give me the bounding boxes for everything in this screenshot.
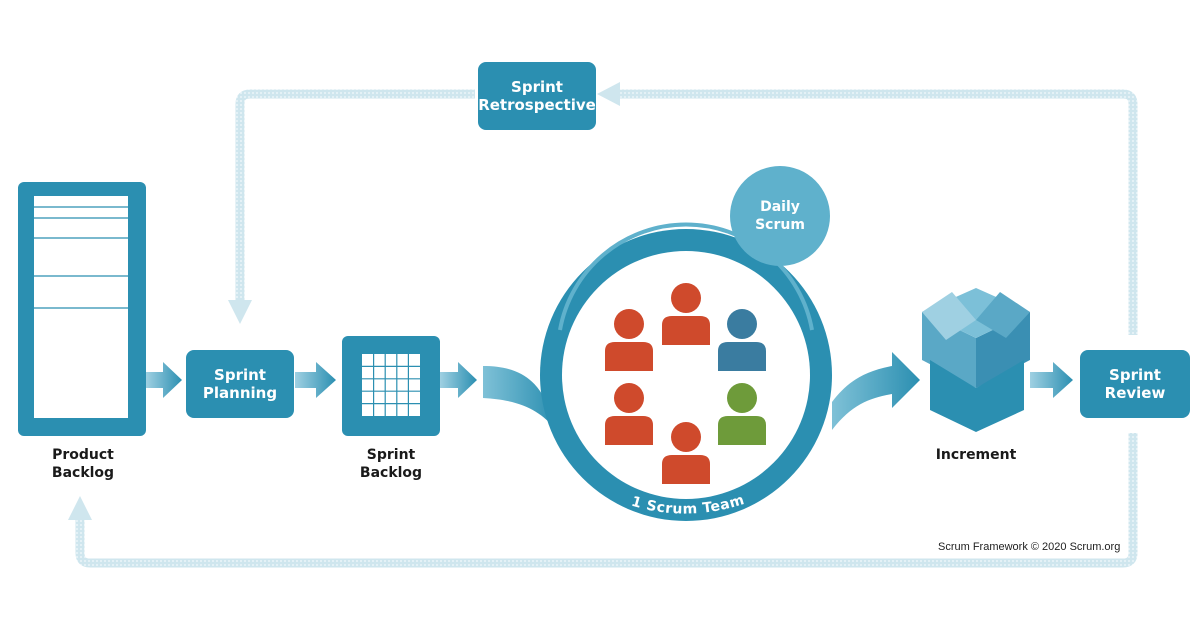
sprint-planning-line1: Sprint [214, 366, 266, 384]
product-backlog-label: Product Backlog [28, 446, 138, 482]
review-to-retrospective-arrow [620, 89, 1138, 335]
daily-scrum-line1: Daily [760, 199, 800, 215]
daily-scrum-label: Daily Scrum [740, 198, 820, 234]
sprint-backlog-out-arrow [440, 362, 477, 398]
team-member-icon [662, 283, 710, 345]
sprint-retrospective-line2: Retrospective [478, 96, 596, 114]
team-member-icon [605, 309, 653, 371]
team-member-icon [605, 383, 653, 445]
planning-to-sprint-backlog-arrow [295, 362, 336, 398]
daily-scrum-line2: Scrum [755, 217, 805, 233]
sprint-planning-line2: Planning [202, 384, 278, 402]
sprint-backlog-icon [342, 336, 440, 436]
sprint-retrospective-line1: Sprint [511, 78, 563, 96]
team-member-icon [662, 422, 710, 484]
planning-arrowhead [228, 300, 252, 324]
sprint-planning-box[interactable]: Sprint Planning [186, 350, 294, 418]
sprint-backlog-label: Sprint Backlog [338, 446, 444, 482]
sprint-exit-sweep [832, 352, 920, 430]
retrospective-to-planning-arrow [235, 89, 475, 300]
team-member-icon [718, 309, 766, 371]
daily-scrum-circle [730, 166, 830, 266]
increment-label: Increment [926, 446, 1026, 464]
product-backlog-line2: Backlog [51, 465, 115, 481]
product-backlog-line1: Product [52, 447, 114, 463]
product-backlog-arrowhead [68, 496, 92, 520]
retrospective-arrowhead [597, 82, 620, 106]
sprint-retrospective-box[interactable]: Sprint Retrospective [478, 62, 596, 130]
product-backlog-icon [18, 182, 146, 436]
sprint-review-line2: Review [1104, 384, 1166, 402]
sprint-entry-sweep [483, 366, 556, 430]
sprint-review-box[interactable]: Sprint Review [1080, 350, 1190, 418]
increment-box-icon [922, 288, 1030, 432]
increment-to-review-arrow [1030, 362, 1073, 398]
review-to-product-backlog-arrow [75, 433, 1138, 568]
sprint-backlog-line2: Backlog [359, 465, 423, 481]
team-member-icon [718, 383, 766, 445]
increment-text: Increment [935, 447, 1017, 463]
sprint-backlog-line1: Sprint [366, 447, 416, 463]
backlog-to-planning-arrow [146, 362, 182, 398]
sprint-review-line1: Sprint [1109, 366, 1161, 384]
copyright-credit: Scrum Framework © 2020 Scrum.org [938, 541, 1121, 553]
